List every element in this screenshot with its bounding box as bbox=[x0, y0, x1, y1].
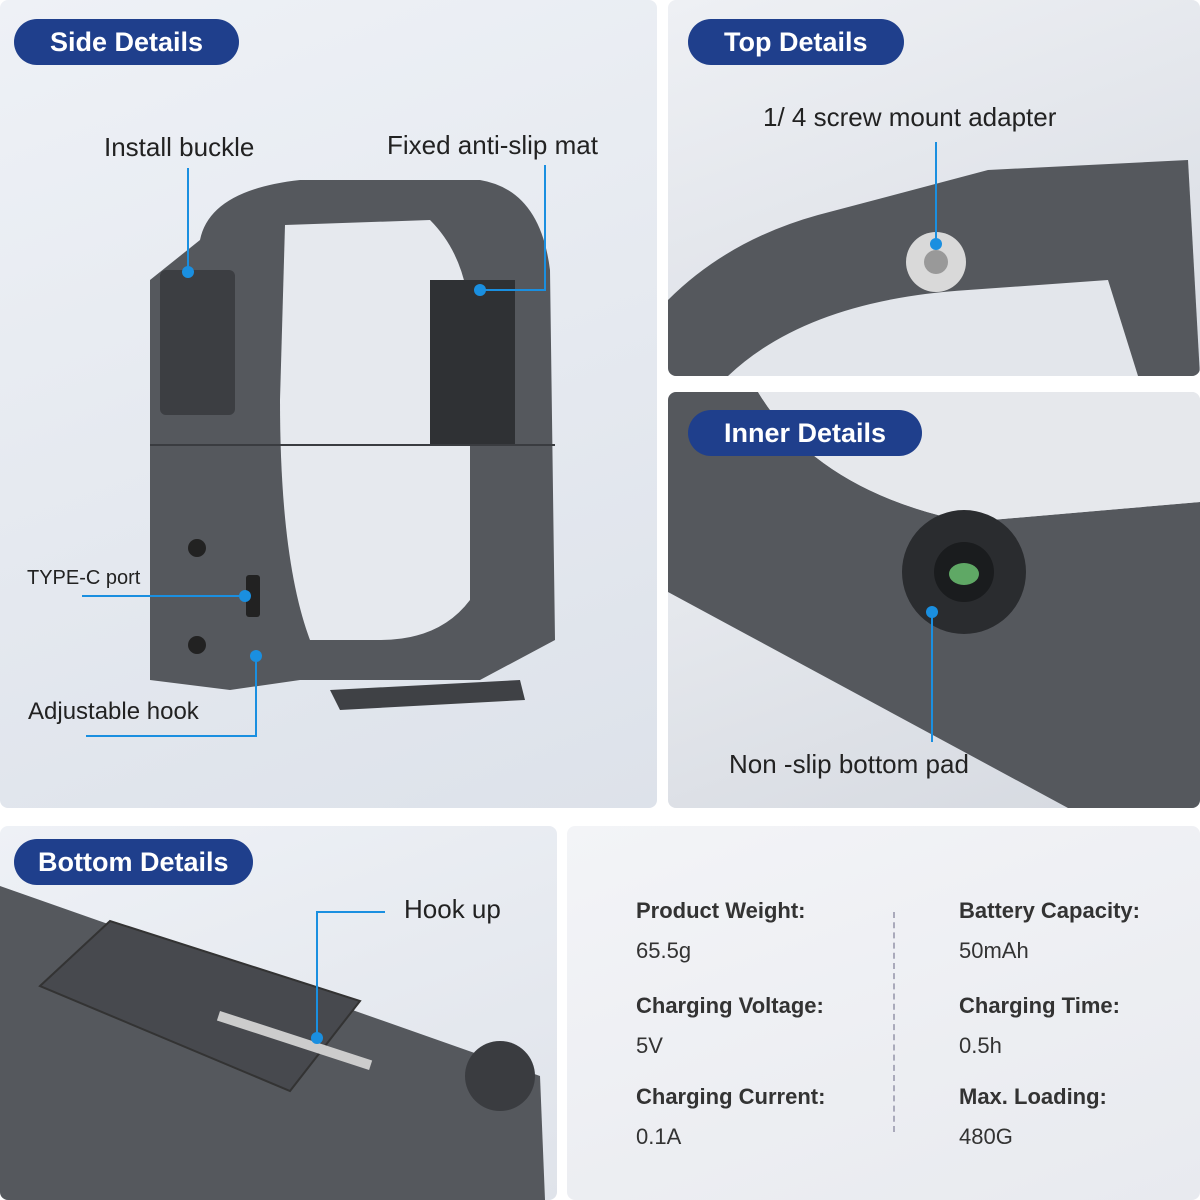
spec-product-weight: Product Weight:65.5g bbox=[636, 898, 806, 963]
bottom-details-badge: Bottom Details bbox=[14, 839, 253, 885]
specs-panel bbox=[567, 826, 1200, 1200]
spec-charging-time: Charging Time:0.5h bbox=[959, 993, 1120, 1058]
side-details-badge: Side Details bbox=[14, 19, 240, 65]
top-details-panel: Top Details 1/ 4 screw mount adapter bbox=[668, 0, 1200, 376]
anti-slip-mat-label: Fixed anti-slip mat bbox=[387, 130, 598, 160]
mount-top-illustration bbox=[668, 142, 1200, 376]
spec-charging-current: Charging Current:0.1A bbox=[636, 1084, 826, 1149]
spec-charging-voltage: Charging Voltage:5V bbox=[636, 993, 824, 1058]
screw-mount-label: 1/ 4 screw mount adapter bbox=[763, 102, 1057, 132]
spec-battery-capacity: Battery Capacity:50mAh bbox=[959, 898, 1140, 963]
adjustable-hook-label: Adjustable hook bbox=[28, 698, 199, 725]
hook-up-label: Hook up bbox=[404, 894, 501, 924]
mount-side-illustration bbox=[82, 165, 555, 737]
bottom-details-panel: Bottom Details Hook up bbox=[0, 826, 557, 1200]
bottom-pad-label: Non -slip bottom pad bbox=[729, 749, 969, 779]
side-details-panel: Side Details Install buckle Fixed anti-s… bbox=[0, 0, 657, 808]
inner-details-badge: Inner Details bbox=[688, 410, 923, 456]
type-c-port-label: TYPE-C port bbox=[27, 567, 141, 589]
mount-bottom-illustration bbox=[0, 886, 545, 1200]
inner-details-panel: Inner Details Non -slip bottom pad bbox=[668, 392, 1200, 808]
specs-divider bbox=[893, 912, 895, 1132]
top-details-badge: Top Details bbox=[688, 19, 904, 65]
install-buckle-label: Install buckle bbox=[104, 132, 255, 162]
spec-max-loading: Max. Loading:480G bbox=[959, 1084, 1107, 1149]
